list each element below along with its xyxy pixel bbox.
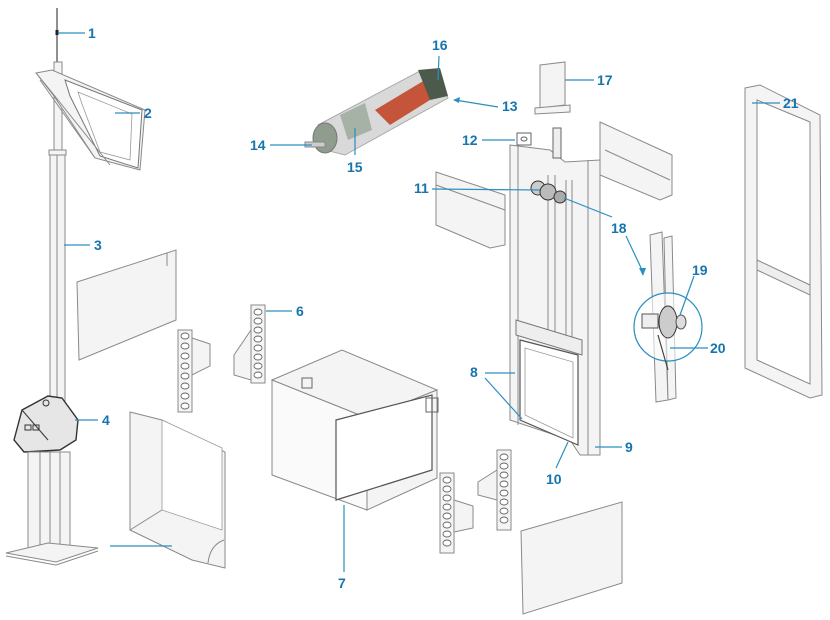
callout-21: 21 [783, 95, 799, 111]
callout-4: 4 [102, 412, 110, 428]
antenna [55, 8, 59, 62]
mast-assembly [5, 8, 146, 566]
seal-plate-lower-left [439, 472, 474, 554]
winch-detail [633, 231, 703, 403]
frame-box [270, 349, 439, 511]
leader-18 [563, 197, 613, 218]
inlet-hood [129, 411, 226, 569]
leader-11 [431, 188, 541, 191]
arrow-18 [639, 268, 646, 276]
arrow-13 [453, 97, 460, 103]
mast [48, 61, 67, 446]
actuator-motor [304, 68, 449, 156]
callout-12: 12 [462, 132, 478, 148]
pedestal [5, 451, 99, 566]
leader-13 [454, 99, 499, 108]
gate-frame [509, 127, 601, 456]
callout-9: 9 [625, 439, 633, 455]
callout-8: 8 [470, 364, 478, 380]
motor-cover [534, 61, 571, 115]
callout-7: 7 [338, 575, 346, 591]
leader-8b [484, 377, 523, 420]
lower-cover-panel [520, 501, 623, 615]
callout-labels: 1 2 3 4 6 7 8 9 10 11 12 13 14 15 16 17 … [88, 25, 799, 591]
callout-2: 2 [144, 105, 152, 121]
leader-18b [625, 235, 644, 273]
leader-10 [555, 441, 569, 469]
callout-17: 17 [597, 72, 613, 88]
callout-3: 3 [94, 237, 102, 253]
callout-19: 19 [692, 262, 708, 278]
callout-10: 10 [546, 471, 562, 487]
callout-1: 1 [88, 25, 96, 41]
leader-19 [679, 275, 695, 316]
seal-plate-left [177, 329, 211, 413]
cable-tray-right [599, 121, 673, 201]
gearbox [340, 103, 372, 140]
callout-6: 6 [296, 303, 304, 319]
seal-plate [233, 304, 266, 384]
seal-plate-lower-right [477, 449, 512, 531]
outer-frame [744, 84, 823, 399]
upper-cover-panel [76, 249, 177, 361]
callout-16: 16 [432, 37, 448, 53]
leader-lines [58, 32, 780, 572]
callout-11: 11 [414, 180, 429, 196]
control-unit-housing [13, 395, 79, 453]
callout-18: 18 [611, 220, 627, 236]
callout-13: 13 [502, 98, 518, 114]
callout-20: 20 [710, 340, 726, 356]
cable-tray-left [435, 171, 506, 249]
callout-14: 14 [250, 137, 266, 153]
callout-15: 15 [347, 159, 363, 175]
leader-16 [437, 55, 440, 81]
solar-panel [35, 69, 146, 171]
